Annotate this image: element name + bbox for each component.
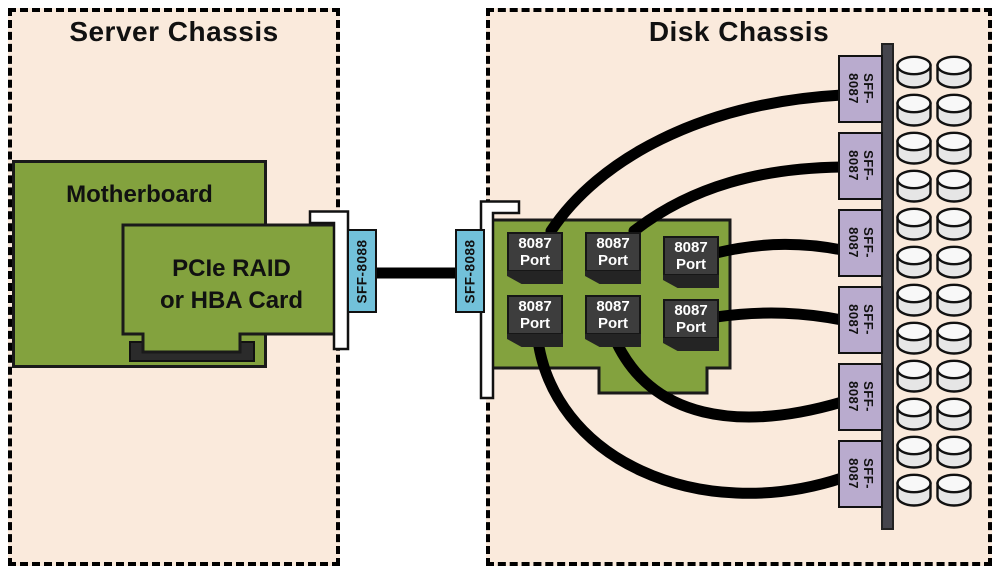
disk-drive [895, 131, 933, 167]
disk-drive [895, 283, 933, 319]
disk-drive [935, 435, 973, 471]
disk-drive [895, 93, 933, 129]
port-8087-1: 8087 Port [507, 232, 563, 284]
sff8087-connector-5: SFF- 8087 [838, 363, 883, 431]
disk-cylinder-shape [936, 169, 972, 203]
port-8087-3-shadow [663, 275, 719, 288]
disk-cylinder-shape [936, 55, 972, 89]
disk-drive [935, 473, 973, 509]
port-8087-5: 8087 Port [585, 295, 641, 347]
disk-cylinder-shape [936, 131, 972, 165]
disk-cylinder-shape [936, 283, 972, 317]
sff8087-connector-3: SFF- 8087 [838, 209, 883, 277]
disk-cylinder-shape [936, 473, 972, 507]
disk-drive [935, 207, 973, 243]
sff8087-connector-2: SFF- 8087 [838, 132, 883, 200]
disk-drive [895, 55, 933, 91]
disk-cylinder-shape [896, 207, 932, 241]
port-8087-5-shadow [585, 334, 641, 347]
port-8087-1-label: 8087 Port [507, 232, 563, 272]
sff8088-connector-server-label: SFF-8088 [354, 238, 370, 304]
disk-cylinder-shape [896, 397, 932, 431]
disk-drive [935, 131, 973, 167]
disk-cylinder-shape [896, 283, 932, 317]
disk-cylinder-shape [936, 321, 972, 355]
sff8087-connector-1: SFF- 8087 [838, 55, 883, 123]
disk-drive [935, 397, 973, 433]
disk-cylinder-shape [896, 93, 932, 127]
port-8087-4: 8087 Port [507, 295, 563, 347]
disk-drive [895, 169, 933, 205]
disk-cylinder-shape [936, 207, 972, 241]
port-8087-3-label: 8087 Port [663, 236, 719, 276]
disk-drive [935, 283, 973, 319]
disk-drive [895, 397, 933, 433]
disk-drive [935, 169, 973, 205]
port-8087-6: 8087 Port [663, 299, 719, 351]
port-8087-5-label: 8087 Port [585, 295, 641, 335]
port-8087-2: 8087 Port [585, 232, 641, 284]
sff8087-connector-2-label: SFF- 8087 [846, 150, 877, 182]
motherboard-label: Motherboard [66, 181, 213, 208]
port-8087-6-shadow [663, 338, 719, 351]
sff8087-connector-6: SFF- 8087 [838, 440, 883, 508]
port-8087-6-label: 8087 Port [663, 299, 719, 339]
disk-drive [895, 207, 933, 243]
server-chassis-title: Server Chassis [69, 16, 279, 47]
disk-cylinder-shape [896, 245, 932, 279]
sff8088-connector-disk-label: SFF-8088 [462, 238, 478, 304]
disk-drive [935, 245, 973, 281]
disk-cylinder-shape [936, 359, 972, 393]
disk-cylinder-shape [936, 93, 972, 127]
disk-cylinder-shape [936, 245, 972, 279]
raid-card-label: PCIe RAID or HBA Card [159, 255, 304, 314]
disk-cylinder-shape [896, 473, 932, 507]
sff8087-connector-3-label: SFF- 8087 [846, 227, 877, 259]
disk-cylinder-shape [936, 435, 972, 469]
disk-drive [935, 93, 973, 129]
sff8087-connector-4-label: SFF- 8087 [846, 304, 877, 336]
disk-cylinder-shape [896, 169, 932, 203]
disk-cylinder-shape [896, 359, 932, 393]
port-8087-2-shadow [585, 271, 641, 284]
disk-drive [895, 359, 933, 395]
port-8087-4-shadow [507, 334, 563, 347]
disk-drive [895, 245, 933, 281]
disk-cylinder-shape [936, 397, 972, 431]
sff8087-connector-1-label: SFF- 8087 [846, 73, 877, 105]
port-8087-2-label: 8087 Port [585, 232, 641, 272]
disk-drive [935, 359, 973, 395]
disk-cylinder-shape [896, 435, 932, 469]
disk-drive [895, 435, 933, 471]
sff8088-connector-disk: SFF-8088 [455, 229, 485, 313]
disk-cylinder-shape [896, 55, 932, 89]
disk-drive [935, 55, 973, 91]
sff8088-connector-server: SFF-8088 [347, 229, 377, 313]
sff8087-connector-6-label: SFF- 8087 [846, 458, 877, 490]
disk-drive [895, 473, 933, 509]
disk-drive [895, 321, 933, 357]
disk-drive [935, 321, 973, 357]
disk-chassis-title: Disk Chassis [648, 16, 830, 47]
sff8087-connector-4: SFF- 8087 [838, 286, 883, 354]
port-8087-3: 8087 Port [663, 236, 719, 288]
disk-cylinder-shape [896, 321, 932, 355]
sff8087-connector-5-label: SFF- 8087 [846, 381, 877, 413]
port-8087-4-label: 8087 Port [507, 295, 563, 335]
disk-cylinder-shape [896, 131, 932, 165]
port-8087-1-shadow [507, 271, 563, 284]
